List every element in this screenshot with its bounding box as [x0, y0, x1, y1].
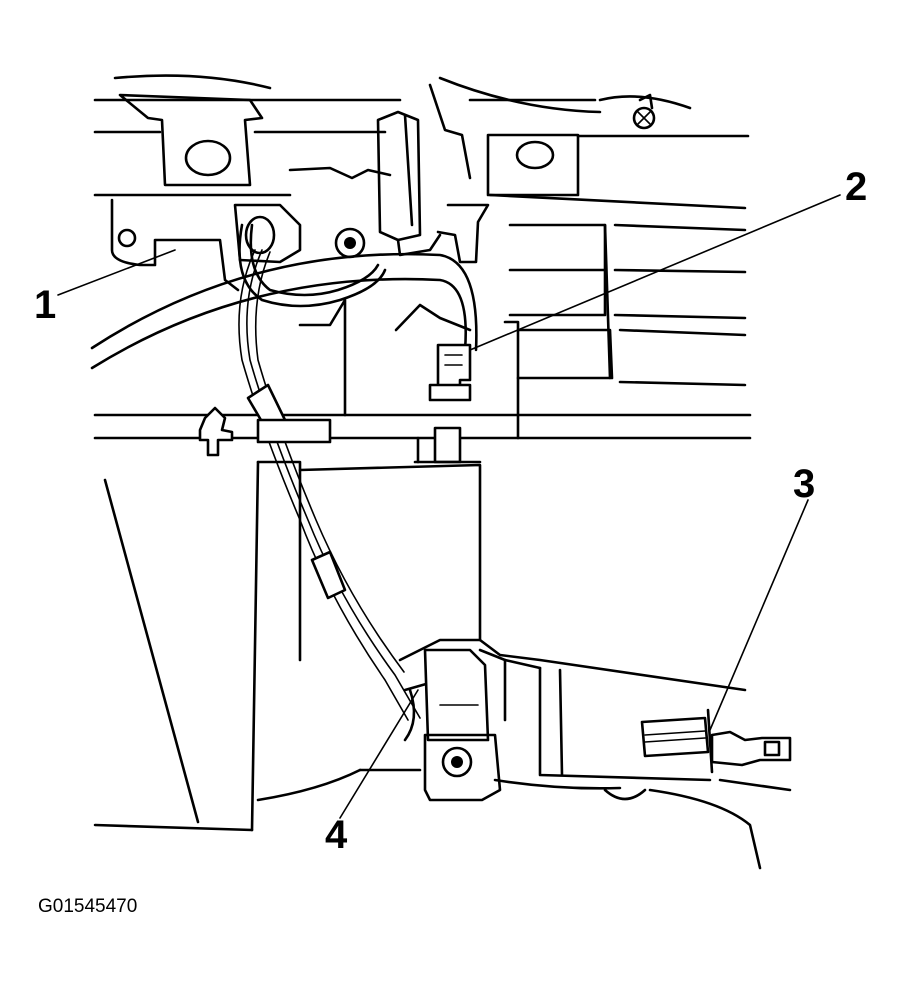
linkage-column: [376, 83, 490, 264]
heater-case: [93, 460, 482, 832]
actuator-assembly: [358, 638, 792, 870]
electrical-connector: [428, 343, 472, 402]
vent-grille: [508, 223, 747, 387]
wire-harness: [90, 223, 478, 721]
callout-2: 2: [845, 165, 867, 209]
callout-4: 4: [325, 813, 348, 857]
fasteners: [198, 406, 462, 464]
upper-dash-structure: [93, 74, 750, 197]
figure-code: G01545470: [38, 896, 137, 917]
leader-lines: [57, 194, 841, 819]
callout-1: 1: [34, 283, 56, 327]
callout-3: 3: [793, 462, 815, 506]
